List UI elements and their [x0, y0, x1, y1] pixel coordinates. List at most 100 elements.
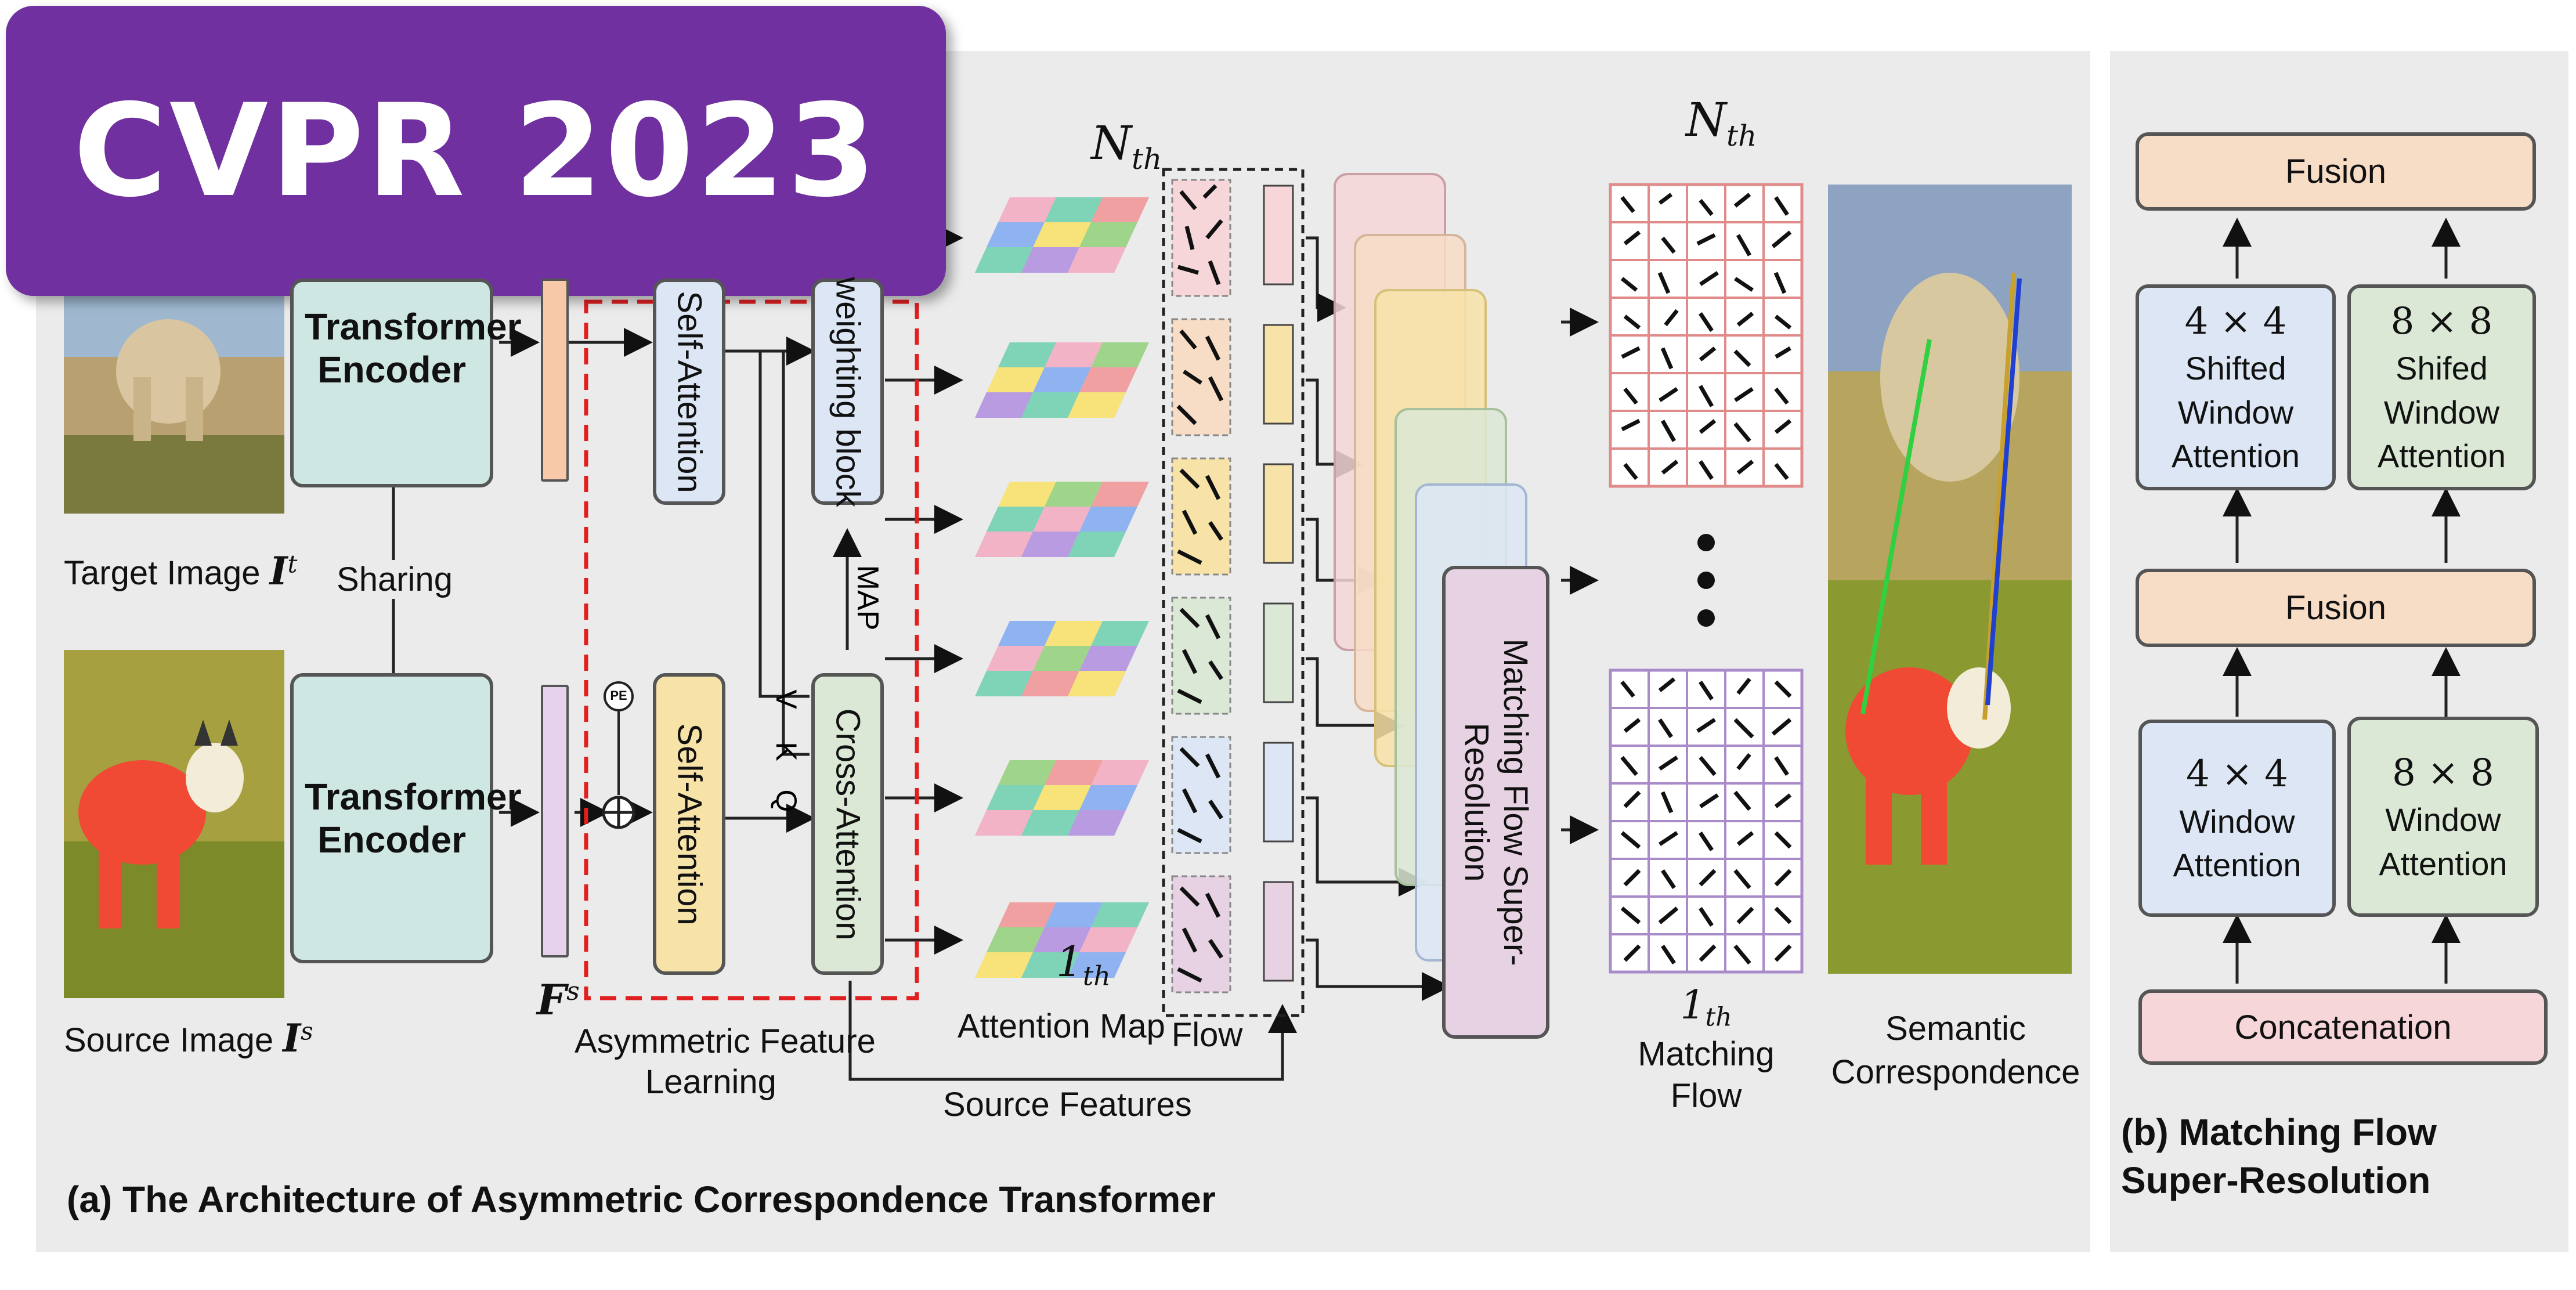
attention-map-3	[975, 482, 1149, 557]
window-attention-8x8: 8 × 8 Window Attention	[2347, 717, 2539, 917]
transformer-encoder-top: Transformer Encoder	[290, 279, 522, 487]
cvpr-badge: CVPR 2023	[6, 6, 946, 296]
window-4-line-1: Window	[2179, 803, 2295, 840]
afl-line-1: Asymmetric Feature	[575, 1022, 876, 1060]
one-th-right-subscript: th	[1705, 1002, 1732, 1032]
target-superscript: t	[287, 550, 298, 579]
mfsr-label: Matching Flow Super-Resolution	[1458, 638, 1535, 966]
attention-map-5	[975, 760, 1149, 836]
cross-attention: Cross-Attention	[811, 673, 884, 975]
self-attention-bottom: Self-Attention	[653, 673, 725, 975]
n-th-subscript: th	[1132, 142, 1162, 176]
one-th-right-symbol: 1	[1680, 982, 1706, 1028]
feature-source-label: Fs	[537, 975, 580, 1024]
sharing-label: Sharing	[337, 560, 453, 599]
v-label: V	[770, 689, 803, 709]
cross-attention-label: Cross-Attention	[829, 708, 866, 940]
window-4-size: 4 × 4	[2186, 753, 2288, 796]
concatenation: Concatenation	[2138, 989, 2548, 1065]
source-image	[64, 650, 284, 998]
fusion-middle-label: Fusion	[2285, 589, 2387, 627]
vertical-ellipsis	[1697, 534, 1715, 627]
encoder-top-label: Transformer Encoder	[305, 306, 522, 391]
shifted-4-line-1: Shifted Window	[2177, 350, 2294, 431]
source-feature-bar	[541, 685, 569, 957]
window-4-line-2: Attention	[2173, 847, 2302, 884]
attention-map-2	[975, 342, 1149, 418]
target-feature-bar	[541, 279, 569, 482]
flow-column	[1162, 168, 1305, 1017]
self-attention-top-label: Self-Attention	[670, 290, 708, 493]
pe-symbol	[602, 681, 635, 829]
target-label: Target Image	[64, 554, 261, 592]
fusion-top: Fusion	[2136, 132, 2536, 211]
shifted-window-attention-8x8: 8 × 8 Shifed Window Attention	[2347, 284, 2536, 490]
matching-flow-grid-top	[1609, 183, 1804, 488]
weighting-block: weighting block	[811, 276, 884, 507]
attention-map-1	[975, 197, 1149, 273]
encoder-bottom-label: Transformer Encoder	[305, 776, 522, 861]
map-label: MAP	[851, 565, 884, 631]
badge-text: CVPR 2023	[73, 77, 879, 225]
self-attention-bottom-label: Self-Attention	[670, 722, 708, 926]
concatenation-label: Concatenation	[2234, 1008, 2452, 1046]
self-attention-top: Self-Attention	[653, 279, 725, 505]
matching-flow-line-2: Flow	[1670, 1077, 1742, 1115]
source-features-label: Source Features	[943, 1086, 1192, 1123]
shifted-window-attention-4x4: 4 × 4 Shifted Window Attention	[2136, 284, 2336, 490]
shifted-8-size: 8 × 8	[2390, 299, 2493, 343]
transformer-encoder-bottom: Transformer Encoder	[290, 673, 522, 963]
panel-b-caption: (b) Matching Flow Super-Resolution	[2121, 1108, 2437, 1205]
target-image	[64, 293, 284, 514]
source-symbol: I	[283, 1016, 301, 1061]
panel-a-caption: (a) The Architecture of Asymmetric Corre…	[67, 1179, 1216, 1220]
fusion-middle: Fusion	[2136, 569, 2536, 647]
n-th-attention-label: Nth	[1091, 116, 1162, 176]
window-attention-4x4: 4 × 4 Window Attention	[2138, 720, 2336, 917]
semantic-correspondence-image	[1828, 185, 2072, 974]
semantic-correspondence-label: Semantic Correspondence	[1828, 1007, 2083, 1094]
asymmetric-feature-dashed-box	[584, 299, 919, 1000]
matching-flow-grid-bottom	[1609, 669, 1804, 974]
attention-maps	[975, 197, 1149, 978]
n-th-matching-label: Nth	[1686, 93, 1757, 153]
target-symbol: I	[269, 548, 288, 594]
shifted-8-line-2: Attention	[2377, 438, 2506, 475]
n-th-symbol: N	[1091, 116, 1132, 170]
q-label: Q	[770, 789, 803, 812]
source-label: Source Image	[64, 1021, 274, 1059]
shifted-4-size: 4 × 4	[2184, 299, 2287, 343]
panel-b-caption-line-2: Super-Resolution	[2121, 1159, 2431, 1202]
afl-line-2: Learning	[645, 1063, 776, 1101]
window-8-size: 8 × 8	[2392, 751, 2494, 794]
feature-symbol: F	[537, 975, 567, 1024]
attention-map-4	[975, 621, 1149, 696]
window-8-line-2: Attention	[2379, 845, 2508, 882]
panel-b-caption-line-1: (b) Matching Flow	[2121, 1111, 2437, 1153]
shifted-8-line-1: Shifed Window	[2383, 350, 2500, 431]
k-label: K	[770, 742, 803, 761]
n-th-right-subscript: th	[1726, 119, 1757, 153]
attention-map-label: Attention Map	[958, 1007, 1165, 1045]
feature-superscript: s	[566, 977, 580, 1006]
flow-label: Flow	[1171, 1016, 1243, 1054]
one-th-symbol: 1	[1056, 937, 1083, 986]
target-image-caption: Target Image It	[64, 548, 297, 594]
matching-flow-super-resolution-block: Matching Flow Super-Resolution	[1442, 566, 1549, 1039]
one-th-attention-label: 1th	[1056, 937, 1111, 991]
source-image-caption: Source Image Is	[64, 1016, 313, 1061]
shifted-4-line-2: Attention	[2171, 438, 2300, 475]
window-8-line-1: Window	[2385, 801, 2501, 839]
matching-flow-label: 1th Matching Flow	[1619, 981, 1793, 1118]
semantic-line-2: Correspondence	[1831, 1053, 2080, 1092]
pe-label: PE	[610, 688, 627, 703]
semantic-line-1: Semantic	[1885, 1010, 2026, 1047]
asymmetric-feature-learning-label: Asymmetric Feature Learning	[575, 1021, 876, 1102]
attention-map-6	[975, 902, 1149, 978]
weighting-block-label: weighting block	[829, 276, 866, 507]
one-th-subscript: th	[1082, 960, 1111, 992]
source-superscript: s	[301, 1017, 313, 1046]
fusion-top-label: Fusion	[2285, 153, 2387, 190]
n-th-right-symbol: N	[1686, 93, 1726, 147]
matching-flow-line-1: Matching	[1638, 1035, 1775, 1073]
